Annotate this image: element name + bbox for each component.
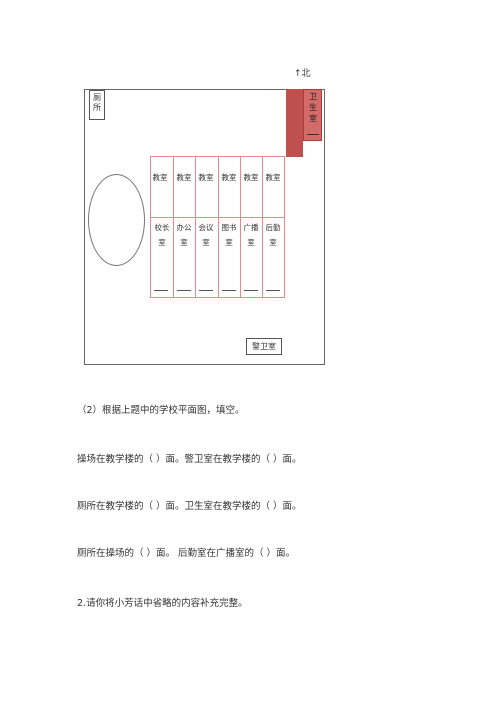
office-label: 办公室: [176, 223, 192, 247]
building-divider: [240, 157, 241, 297]
fill-blank-line-3: 厕所在操场的（ ）面。 后勤室在广播室的（ ）面。: [77, 548, 296, 559]
classroom-label: 教室: [221, 173, 237, 182]
office-label: 会议室: [198, 223, 214, 247]
room-underline: [177, 290, 191, 291]
next-question: 2.请你将小芳话中省略的内容补充完整。: [77, 598, 248, 609]
question-intro: （2）根据上题中的学校平面图，填空。: [77, 405, 245, 416]
fill-blank-line-2: 厕所在教学楼的（ ）面。卫生室在教学楼的（ ）面。: [77, 501, 302, 512]
fill-blank-line-1: 操场在教学楼的（ ）面。警卫室在教学楼的（ ）面。: [77, 454, 302, 465]
classroom-label: 教室: [198, 173, 214, 182]
health-room-label: 卫生室: [309, 92, 317, 123]
room-underline: [199, 290, 213, 291]
classroom-label: 教室: [243, 173, 259, 182]
classroom-label: 教室: [176, 173, 192, 182]
room-underline: [266, 290, 280, 291]
north-indicator: ↑北: [294, 69, 311, 79]
guard-room-box: 警卫室: [246, 338, 282, 355]
classroom-label: 教室: [152, 173, 168, 182]
toilet-box: 厕所: [89, 90, 105, 120]
building-divider: [195, 157, 196, 297]
office-label: 图书室: [221, 223, 237, 247]
room-underline: [244, 290, 258, 291]
office-label: 广播室: [243, 223, 259, 247]
campus-boundary: [84, 89, 325, 365]
health-room-box: [303, 89, 322, 141]
playground-oval: [88, 174, 145, 266]
office-label: 校长室: [154, 223, 170, 247]
building-divider: [218, 157, 219, 297]
building-floor-divider: [151, 217, 284, 218]
office-label: 后勤室: [265, 223, 281, 247]
teaching-building: 教室 教室 教室 教室 教室 教室 校长室 办公室 会议室 图书室 广播室 后勤…: [150, 156, 285, 298]
building-divider: [173, 157, 174, 297]
room-underline: [222, 290, 236, 291]
health-room-underline: [307, 134, 319, 135]
room-underline: [154, 290, 168, 291]
health-room-shade: [286, 89, 303, 157]
building-divider: [262, 157, 263, 297]
classroom-label: 教室: [265, 173, 281, 182]
